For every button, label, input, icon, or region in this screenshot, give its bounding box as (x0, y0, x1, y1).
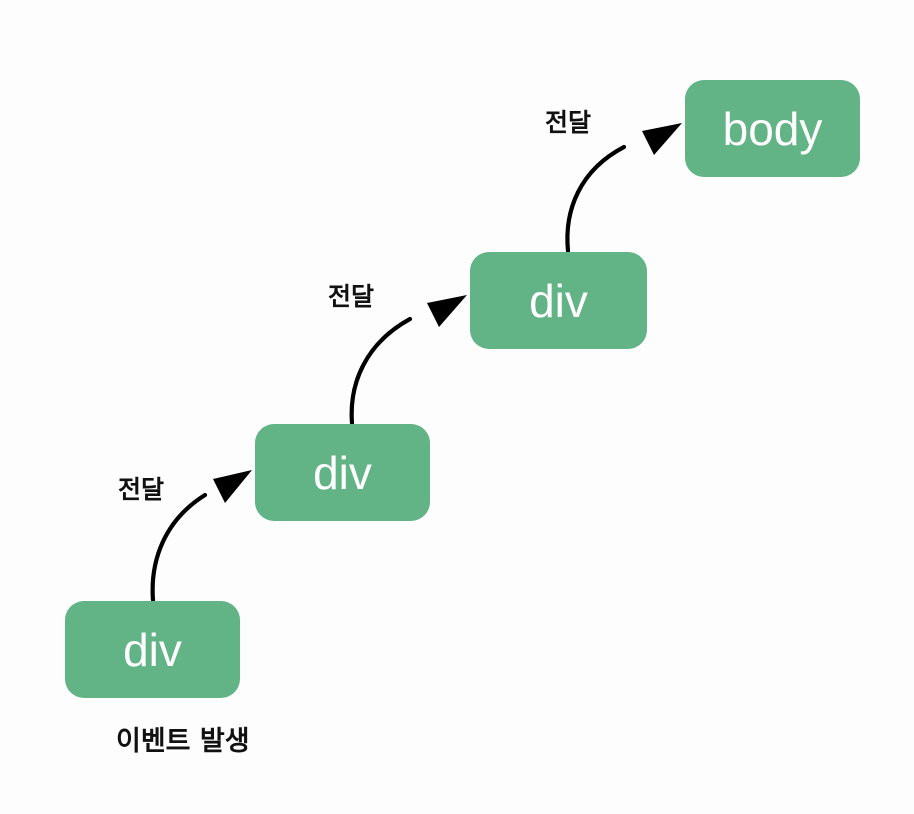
arrow-edge-2 (349, 295, 467, 426)
node-div-parent-2-label: div (529, 274, 588, 327)
arrow-head-3 (642, 123, 682, 155)
arrow-head-2 (427, 295, 467, 327)
caption-event-origin: 이벤트 발생 (116, 726, 250, 757)
node-div-parent-1-label: div (313, 446, 372, 499)
node-body-label: body (722, 102, 823, 155)
arrow-edge-1 (150, 470, 252, 603)
arrow-curve-3 (565, 144, 627, 254)
arrow-curve-2 (349, 316, 413, 426)
node-div-source[interactable]: div (65, 601, 240, 698)
edge-label-2: 전달 (328, 282, 375, 311)
node-div-source-label: div (123, 623, 182, 676)
arrow-head-1 (213, 470, 252, 503)
arrow-curve-1 (150, 492, 208, 603)
edge-label-3: 전달 (545, 108, 592, 137)
node-div-parent-1[interactable]: div (255, 424, 430, 521)
node-body[interactable]: body (685, 80, 860, 177)
edge-label-1: 전달 (118, 475, 165, 504)
arrow-edge-3 (565, 123, 682, 254)
node-div-parent-2[interactable]: div (470, 252, 647, 349)
